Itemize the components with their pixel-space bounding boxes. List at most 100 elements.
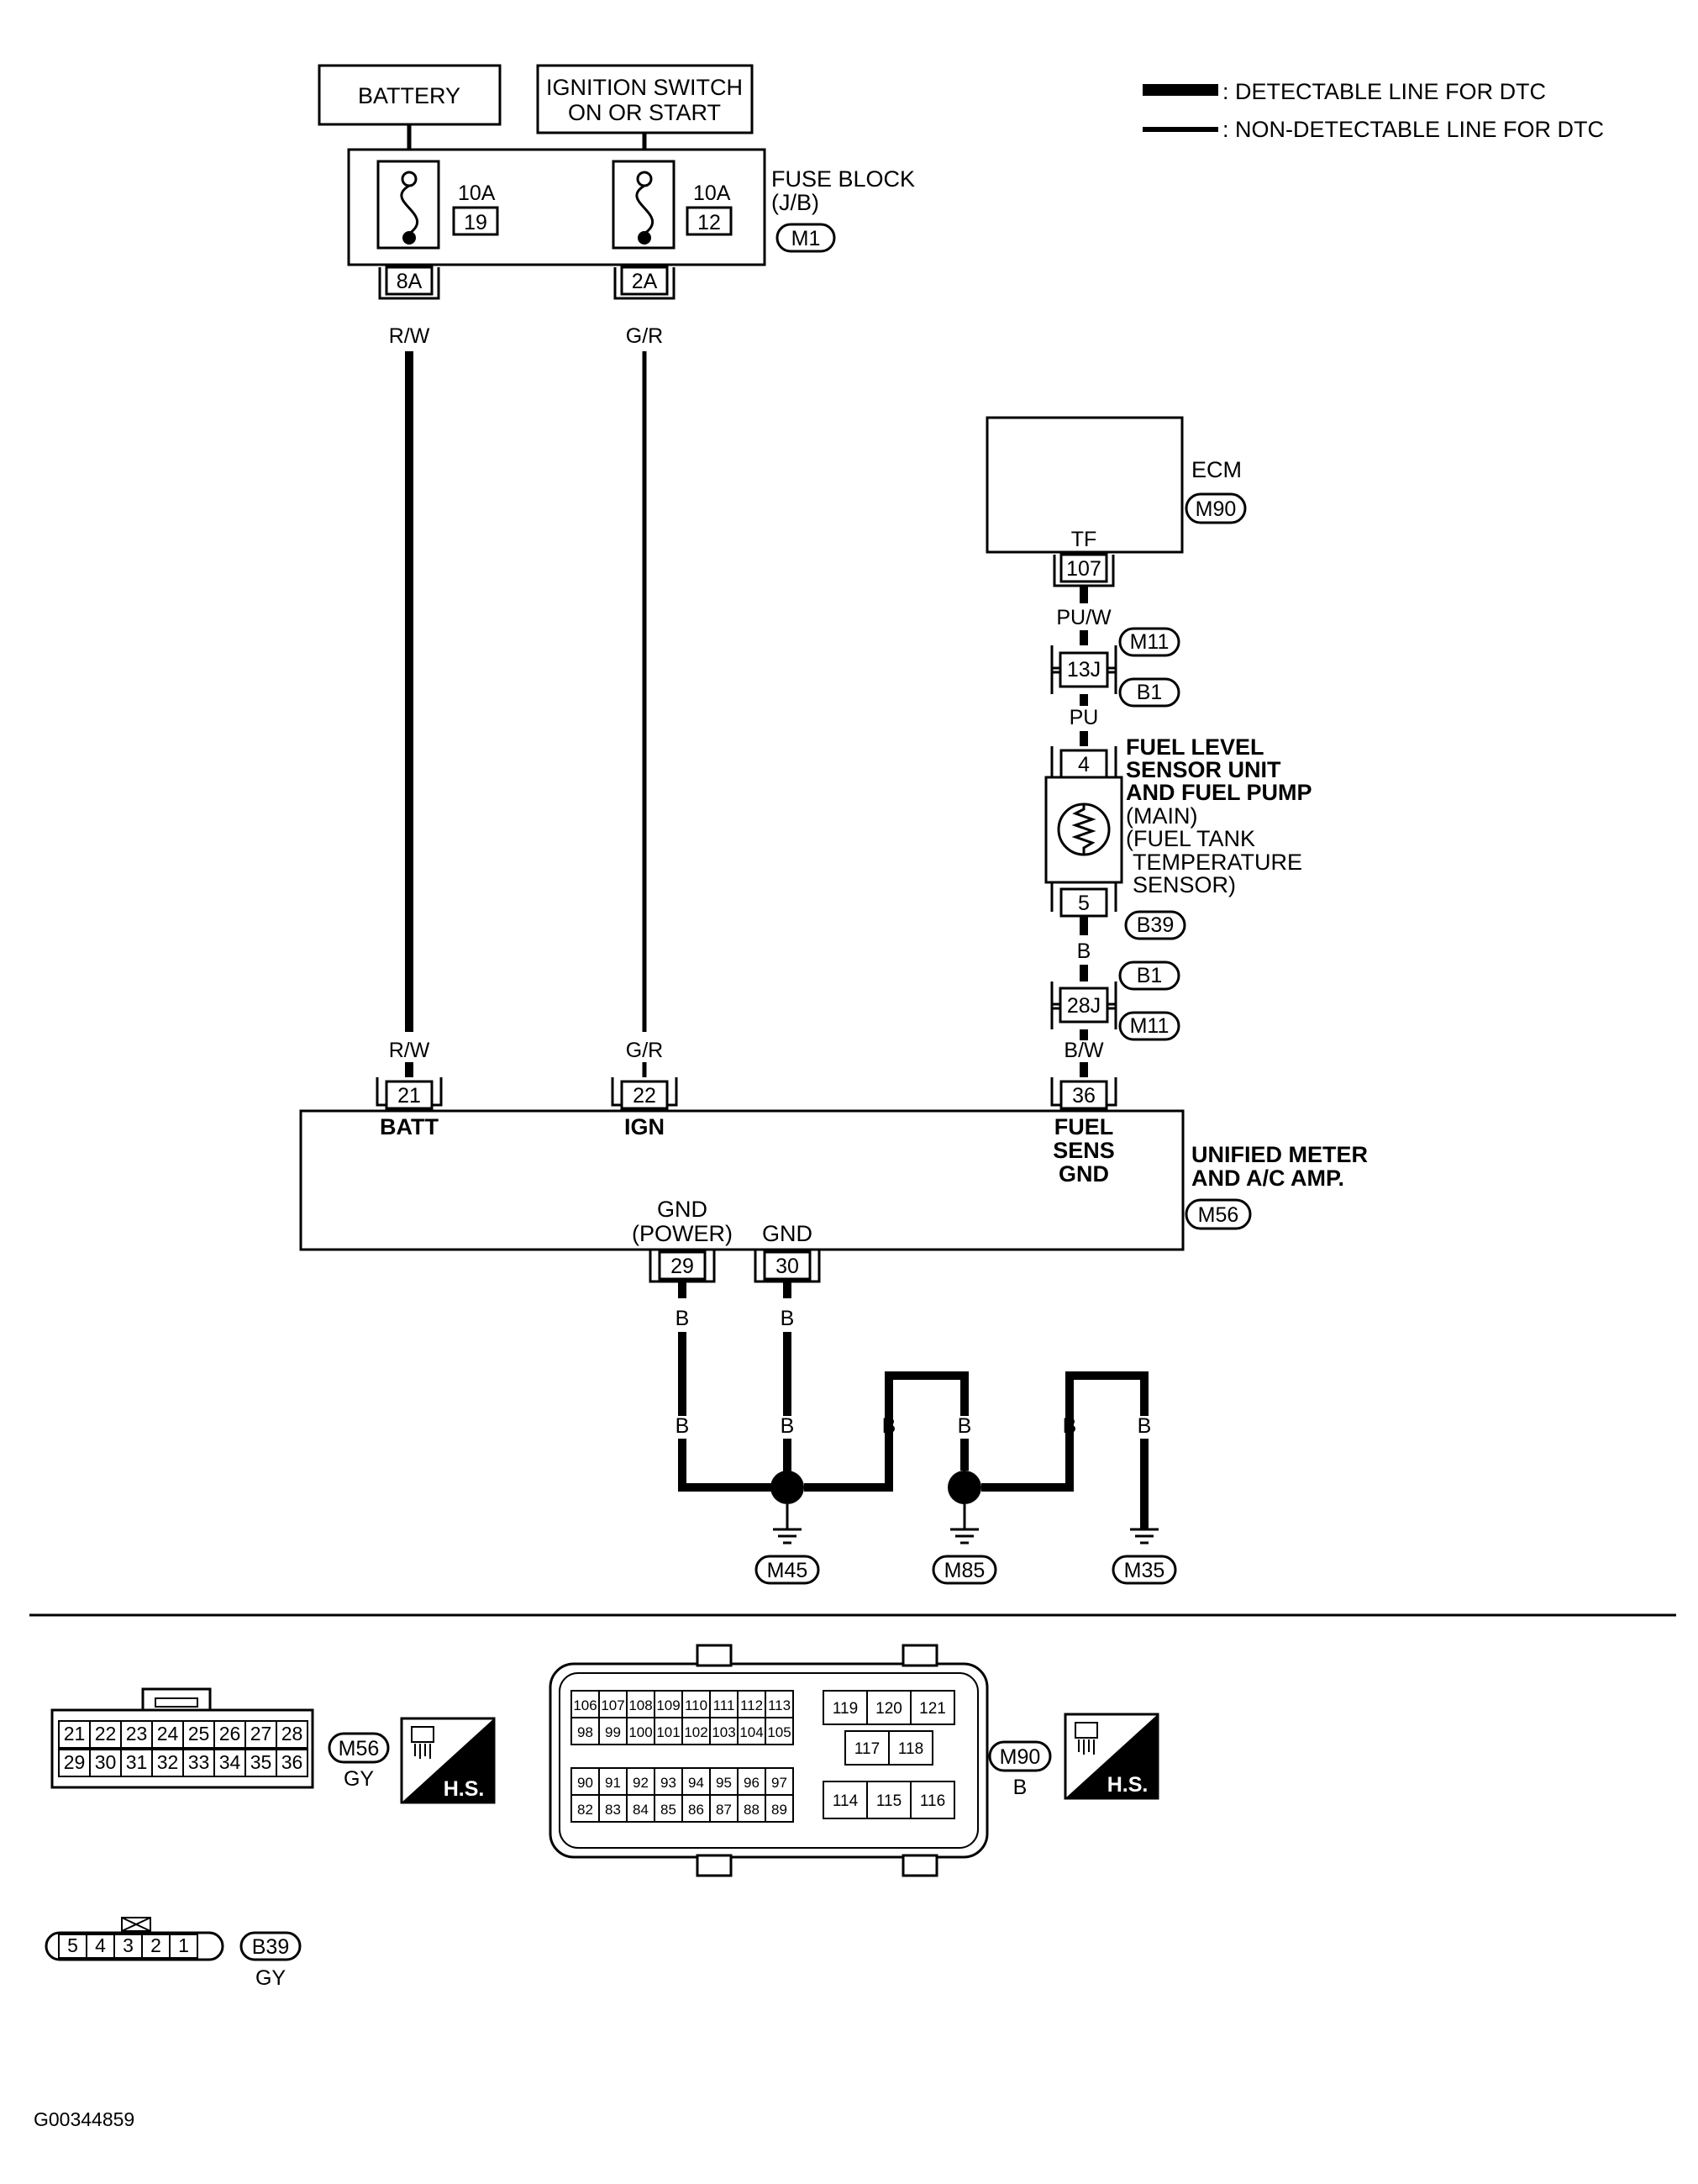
ignition-switch: IGNITION SWITCH ON OR START xyxy=(536,64,754,134)
ground-m35: M35 xyxy=(1124,1559,1165,1582)
connector-pin-number: 94 xyxy=(688,1775,704,1791)
connector-pin-number: 88 xyxy=(744,1802,760,1818)
svg-text:36: 36 xyxy=(1072,1084,1096,1108)
connector-pin-number: 91 xyxy=(605,1775,621,1791)
fuel-level-sensor-unit: 4 5 FUEL LEVEL SENSOR UNIT AND FUEL PUMP… xyxy=(1044,734,1312,940)
fuse-19-number: 19 xyxy=(464,211,487,234)
fuse-block-label-1: FUSE BLOCK xyxy=(771,166,915,192)
connector-pin-number: 120 xyxy=(875,1700,902,1718)
terminal-30: 30 xyxy=(754,1250,821,1283)
connector-pin-number: 27 xyxy=(250,1723,272,1745)
terminal-2a: 2A xyxy=(613,266,676,300)
non-detectable-line-swatch xyxy=(1143,127,1218,132)
connector-pin-number: 3 xyxy=(123,1934,134,1956)
wire-b-sensor: B xyxy=(1077,939,1091,963)
sensor-connector-b39: B39 xyxy=(1137,913,1174,937)
wire-b-30-upper: B xyxy=(781,1307,795,1330)
ecm-connector: M90 xyxy=(1196,497,1237,521)
connector-pin-number: 109 xyxy=(656,1697,680,1713)
joint-28j-connector-m11: M11 xyxy=(1130,1014,1170,1038)
connector-pin-number: 103 xyxy=(712,1724,735,1740)
connector-pin-number: 117 xyxy=(854,1740,880,1758)
connector-pin-number: 34 xyxy=(219,1751,241,1773)
ground-m85: M85 xyxy=(944,1559,986,1582)
connector-pin-number: 1 xyxy=(178,1934,189,1956)
m90-badge-text: H.S. xyxy=(1107,1773,1149,1797)
meter-terminal-batt: BATT xyxy=(380,1114,439,1139)
connector-pin: 25 xyxy=(182,1720,215,1749)
detectable-line-swatch xyxy=(1143,84,1218,96)
wire-gr-top: G/R xyxy=(626,324,663,348)
connector-pin-number: 95 xyxy=(716,1775,732,1791)
connector-pin: 26 xyxy=(213,1720,246,1749)
connector-pin: 89 xyxy=(765,1794,794,1823)
connector-pin-number: 110 xyxy=(685,1697,707,1713)
footer-figure-code: G00344859 xyxy=(34,2108,134,2130)
connector-pin-number: 30 xyxy=(95,1751,117,1773)
connector-pin: 116 xyxy=(910,1781,955,1819)
connector-pin-number: 98 xyxy=(577,1724,593,1740)
wire-pu: PU xyxy=(1070,706,1099,729)
connector-pin-number: 118 xyxy=(898,1740,923,1758)
connector-pin-number: 28 xyxy=(281,1723,303,1745)
connector-pin-number: 89 xyxy=(771,1802,787,1818)
wire-b-m85-left: B xyxy=(882,1414,896,1438)
ignition-switch-label-2: ON OR START xyxy=(568,100,721,125)
connector-pin-number: 84 xyxy=(633,1802,649,1818)
terminal-8a: 8A xyxy=(378,266,440,300)
meter-connector: M56 xyxy=(1198,1203,1239,1227)
svg-text:30: 30 xyxy=(775,1255,799,1278)
svg-text:22: 22 xyxy=(633,1084,656,1108)
connector-pin-number: 32 xyxy=(157,1751,179,1773)
fuse-12-rating: 10A xyxy=(693,182,731,205)
connector-pin-number: 36 xyxy=(281,1751,303,1773)
ground-wiring: B B B B M45 B B M85 B B xyxy=(676,1282,1177,1585)
connector-pin: 121 xyxy=(910,1690,955,1725)
sensor-label-4: (MAIN) xyxy=(1126,803,1197,829)
svg-text:8A: 8A xyxy=(397,270,423,293)
connector-pin-number: 114 xyxy=(833,1792,859,1810)
m90-harness-side-badge: H.S. xyxy=(1064,1713,1159,1800)
splice-m45 xyxy=(770,1471,804,1504)
joint-13j-connector-b1: B1 xyxy=(1137,681,1163,704)
connector-pin-number: 119 xyxy=(833,1700,858,1718)
wire-puw: PU/W xyxy=(1056,606,1112,629)
wire-rw-bottom: R/W xyxy=(389,1039,430,1062)
connector-pin: 118 xyxy=(888,1730,933,1766)
wire-gr-bottom: G/R xyxy=(626,1039,663,1062)
wire-b-30-lower: B xyxy=(781,1414,795,1438)
connector-pin-number: 113 xyxy=(768,1697,791,1713)
splice-m85 xyxy=(948,1471,981,1504)
terminal-29: 29 xyxy=(649,1250,716,1283)
wire-b-m35-right: B xyxy=(1138,1414,1152,1438)
wire-bw: B/W xyxy=(1064,1039,1104,1062)
wire-b-m85-right: B xyxy=(958,1414,972,1438)
connector-pin-number: 33 xyxy=(188,1751,210,1773)
joint-28j-connector-b1: B1 xyxy=(1137,964,1163,987)
connector-pin-number: 112 xyxy=(740,1697,763,1713)
connector-pin-number: 21 xyxy=(64,1723,86,1745)
connector-pin-number: 92 xyxy=(633,1775,649,1791)
m90-connector-name: M90 xyxy=(1000,1745,1041,1769)
svg-text:13J: 13J xyxy=(1067,658,1101,682)
terminal-107: 107 xyxy=(1053,553,1115,587)
terminal-36: 36 xyxy=(1050,1077,1117,1110)
connector-pin-number: 99 xyxy=(605,1724,621,1740)
connector-pin-number: 22 xyxy=(95,1723,117,1745)
svg-text:21: 21 xyxy=(397,1084,421,1108)
svg-text:5: 5 xyxy=(1078,892,1090,915)
sensor-label-2: SENSOR UNIT xyxy=(1126,757,1281,782)
m90-connector-color: B xyxy=(1013,1776,1028,1799)
connector-pin: 28 xyxy=(276,1720,308,1749)
meter-terminal-gnd-power-2: (POWER) xyxy=(632,1221,733,1246)
connector-pin: 1 xyxy=(169,1934,198,1959)
connector-pin-number: 24 xyxy=(157,1723,179,1745)
fuse-12: 10A 12 xyxy=(612,160,733,250)
joint-13j-connector-m11: M11 xyxy=(1130,630,1170,654)
connector-pin-number: 29 xyxy=(64,1751,86,1773)
connector-pin-number: 83 xyxy=(605,1802,621,1818)
